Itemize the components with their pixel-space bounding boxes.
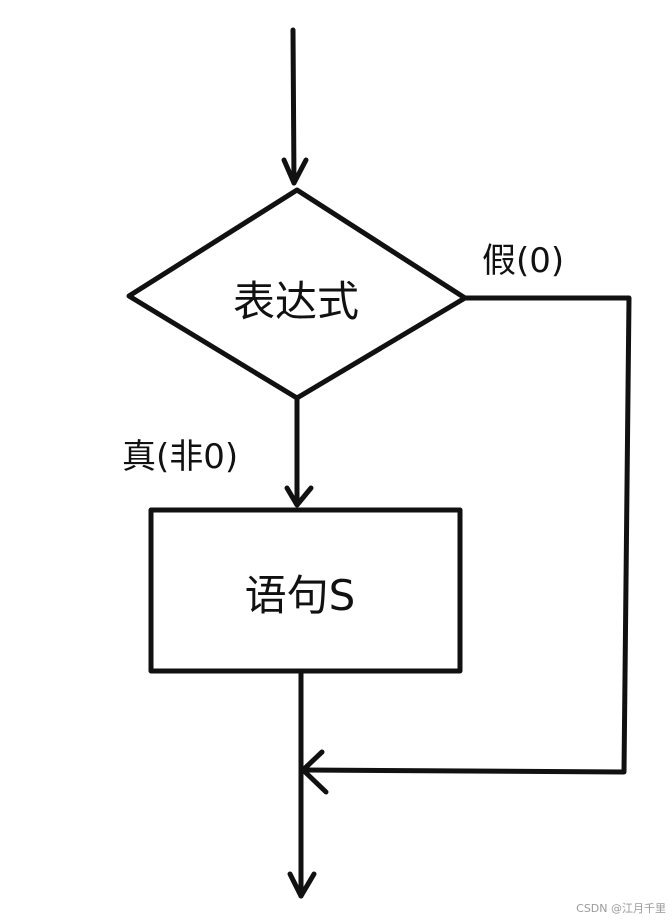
false-branch-label: 假(0) — [482, 241, 564, 281]
statement-box — [148, 507, 463, 674]
exit-arrowhead — [287, 871, 317, 899]
entry-line — [290, 27, 297, 186]
watermark-text: CSDN @江月千里 — [576, 902, 666, 915]
condition-label: 表达式 — [233, 277, 359, 326]
true-branch-label: 真(非0) — [122, 437, 238, 477]
entry-arrowhead — [281, 157, 309, 186]
false-branch-line — [302, 295, 632, 775]
statement-label: 语句S — [245, 571, 356, 620]
true-branch-arrowhead — [284, 485, 314, 508]
